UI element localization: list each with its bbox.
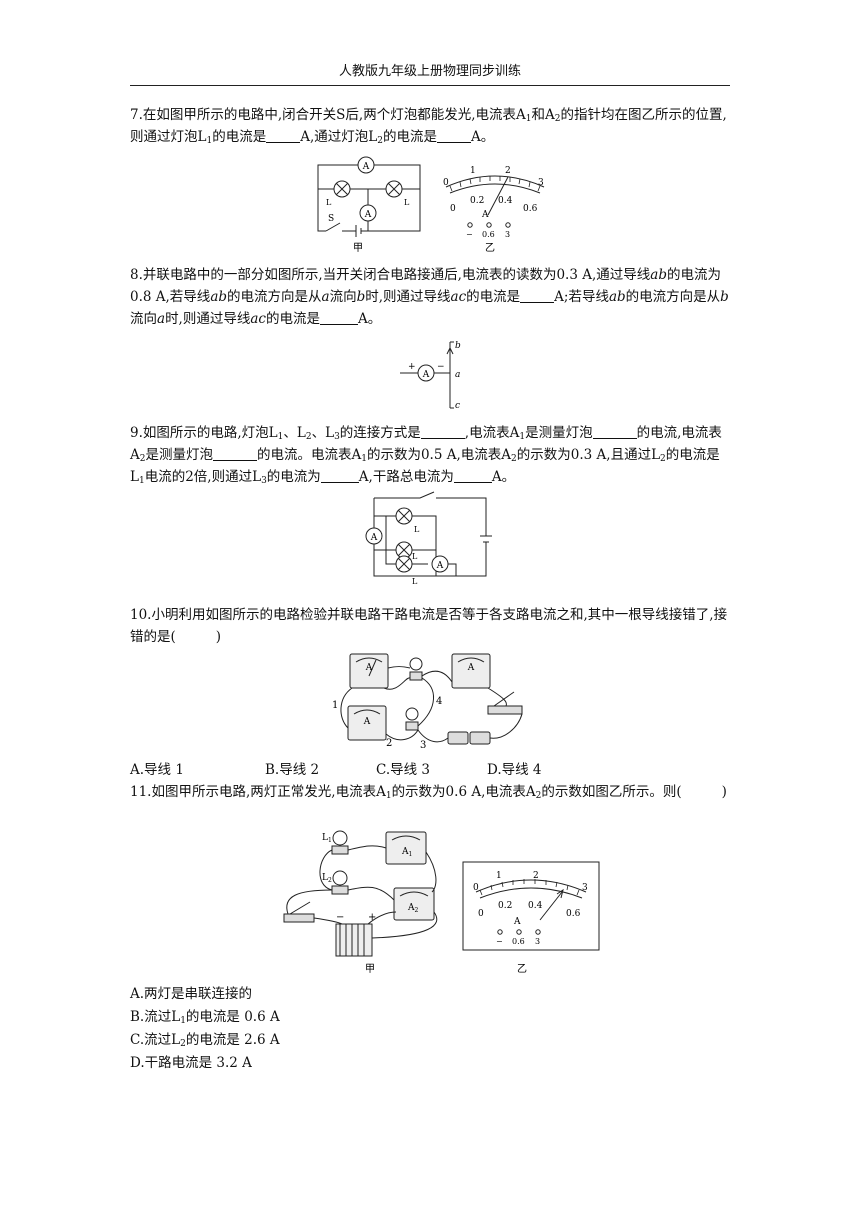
answer-blank[interactable] [319, 310, 358, 325]
q11-option-c[interactable]: C.流过L2的电流是 2.6 A [130, 1032, 280, 1049]
q10-circuit-figure: A A A 1 2 3 4 [328, 648, 528, 754]
meter-tick: 0 [473, 883, 479, 893]
ammeter-a2-label: A [436, 561, 444, 571]
wire-label-3: 3 [420, 740, 426, 751]
meter-tick: 0.6 [566, 909, 581, 919]
question-8: 8.并联电路中的一部分如图所示,当开关闭合电路接通后,电流表的读数为0.3 A,… [130, 267, 729, 327]
meter-plus-label: + [408, 362, 416, 372]
meter-tick: 0.2 [498, 901, 512, 911]
node-b-label: b [455, 341, 461, 351]
lamp-l1-label: L [404, 198, 410, 207]
ammeter-a1-label: A [364, 210, 372, 220]
meter-tick: 2 [533, 871, 539, 881]
meter-tick: 3 [538, 178, 544, 188]
q11-option-d[interactable]: D.干路电流是 3.2 A [130, 1055, 252, 1071]
meter-tick: 0.2 [470, 196, 484, 206]
node-a-label: a [455, 370, 460, 380]
lamp-l2-label: L [412, 552, 418, 561]
meter-terminal: − [496, 937, 503, 946]
q10-option-d[interactable]: D.导线 4 [487, 762, 542, 778]
ammeter-label: A [467, 663, 475, 673]
q10-option-b[interactable]: B.导线 2 [265, 762, 320, 778]
node-c-label: c [455, 401, 460, 411]
meter-terminal: 0.6 [482, 230, 495, 239]
meter-tick: 2 [505, 166, 511, 176]
meter-unit: A [481, 210, 489, 220]
meter-terminal: − [466, 230, 473, 239]
switch-label: S [328, 214, 334, 224]
figure-jia-caption: 甲 [353, 243, 363, 254]
meter-tick: 0 [450, 204, 456, 214]
battery-minus-label: − [336, 912, 344, 923]
question-7: 7.在如图甲所示的电路中,闭合开关S后,两个灯泡都能发光,电流表A1和A2的指针… [130, 107, 727, 146]
answer-blank[interactable] [420, 424, 465, 439]
meter-tick: 1 [470, 166, 476, 176]
meter-tick: 0.4 [498, 196, 513, 206]
header-rule [130, 85, 730, 86]
q7-circuit-figure: A A L L S 甲 0 1 2 3 0 0.2 0.4 0.6 A − 0.… [300, 155, 570, 255]
answer-blank[interactable] [520, 288, 555, 303]
q8-circuit-figure: + − A b a c [396, 336, 476, 412]
answer-blank[interactable] [212, 446, 257, 461]
question-10: 10.小明利用如图所示的电路检验并联电路干路电流是否等于各支路电流之和,其中一根… [130, 607, 728, 645]
answer-blank[interactable] [266, 128, 301, 143]
meter-tick: 3 [582, 883, 588, 893]
ammeter-a2-label: A2 [407, 903, 419, 914]
meter-unit: A [513, 917, 521, 927]
meter-terminal: 3 [505, 230, 510, 239]
meter-tick: 0 [478, 909, 484, 919]
meter-tick: 1 [496, 871, 502, 881]
meter-terminal: 0.6 [512, 937, 525, 946]
battery-plus-label: + [368, 912, 376, 923]
question-11: 11.如图甲所示电路,两灯正常发光,电流表A1的示数为0.6 A,电流表A2的示… [130, 784, 727, 801]
question-9: 9.如图所示的电路,灯泡L1、L2、L3的连接方式是,电流表A1是测量灯泡的电流… [130, 424, 722, 486]
q9-circuit-figure: A A L L L [360, 490, 500, 586]
meter-tick: 0 [443, 178, 449, 188]
meter-tick: 0.4 [528, 901, 543, 911]
wire-label-2: 2 [386, 738, 392, 749]
lamp-l2-label: L [326, 198, 332, 207]
answer-blank[interactable] [320, 468, 359, 483]
q11-option-b[interactable]: B.流过L1的电流是 0.6 A [130, 1009, 280, 1026]
q11-option-a[interactable]: A.两灯是串联连接的 [130, 986, 253, 1002]
ammeter-a1-label: A [370, 533, 378, 543]
q10-option-c[interactable]: C.导线 3 [376, 762, 431, 778]
lamp-l1-label: L1 [322, 833, 332, 844]
meter-minus-label: − [437, 362, 445, 372]
q11-circuit-figure: L1 L2 A1 A2 − + 甲 0 1 2 3 0 0.2 0.4 0.6 … [278, 826, 608, 976]
lamp-l1-label: L [414, 525, 420, 534]
figure-jia-caption: 甲 [365, 964, 375, 975]
page-header: 人教版九年级上册物理同步训练 [338, 64, 521, 79]
ammeter-label: A [363, 717, 371, 727]
ammeter-label: A [422, 370, 430, 380]
wire-label-4: 4 [436, 696, 442, 707]
answer-blank[interactable] [436, 128, 471, 143]
answer-blank[interactable] [592, 424, 637, 439]
figure-yi-caption: 乙 [485, 242, 495, 254]
figure-yi-caption: 乙 [517, 963, 527, 975]
ammeter-a1-label: A1 [401, 847, 412, 858]
meter-terminal: 3 [535, 937, 540, 946]
lamp-l3-label: L [412, 577, 418, 586]
wire-label-1: 1 [332, 700, 338, 711]
answer-blank[interactable] [453, 468, 492, 483]
q10-option-a[interactable]: A.导线 1 [130, 762, 184, 778]
ammeter-label: A [365, 663, 373, 673]
meter-tick: 0.6 [523, 204, 538, 214]
lamp-l2-label: L2 [322, 873, 332, 884]
ammeter-a2-label: A [362, 162, 370, 172]
